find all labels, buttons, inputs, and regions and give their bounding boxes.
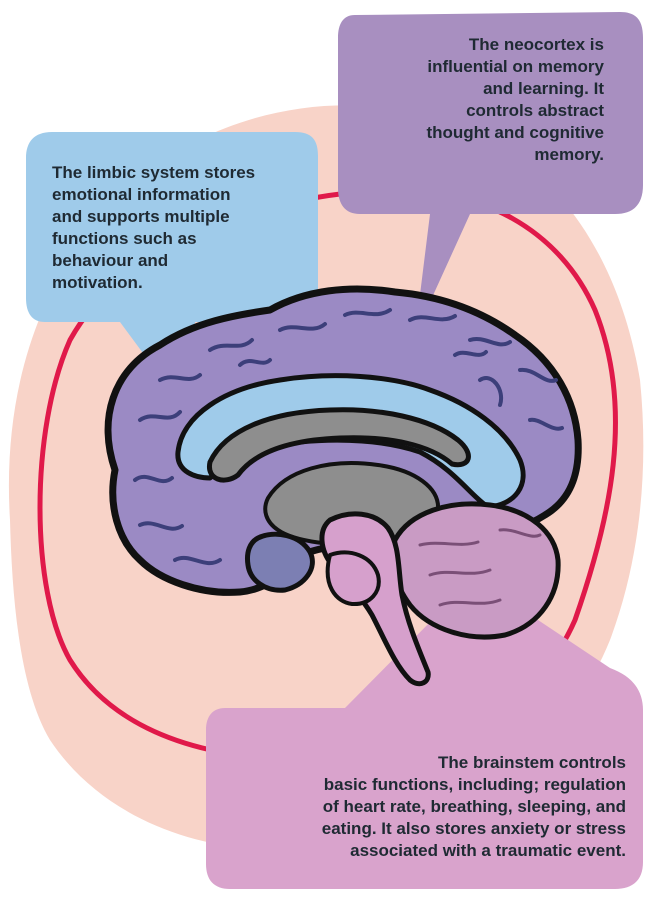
temporal-lobe	[247, 534, 312, 590]
limbic-callout-text: The limbic system stores emotional infor…	[52, 162, 292, 294]
neocortex-callout-text: The neocortex is influential on memory a…	[372, 34, 604, 166]
brainstem-callout-text: The brainstem controls basic functions, …	[236, 752, 626, 862]
